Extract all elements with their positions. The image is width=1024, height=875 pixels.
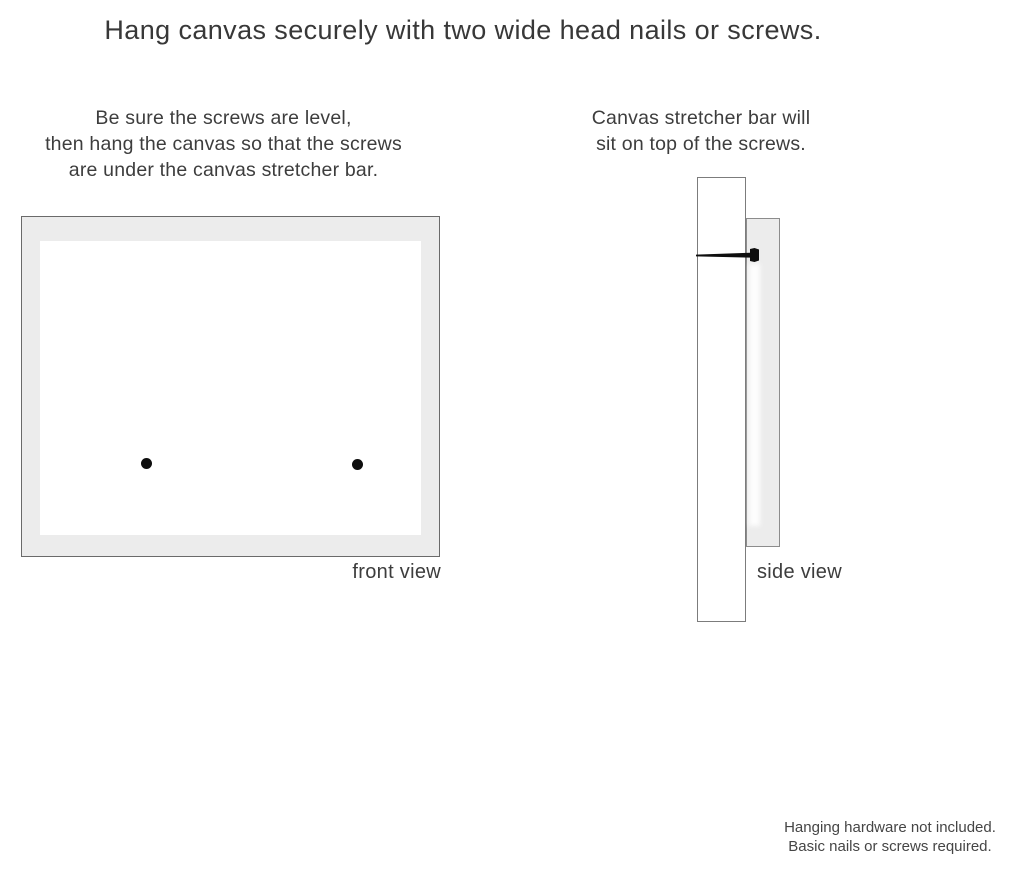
hardware-disclaimer: Hanging hardware not included. Basic nai…	[765, 818, 1015, 856]
nail-head-left-icon	[141, 458, 152, 469]
page-title: Hang canvas securely with two wide head …	[104, 15, 822, 45]
canvas-edge-highlight	[749, 264, 760, 526]
disclaimer-line: Hanging hardware not included.	[784, 819, 996, 836]
disclaimer-line: Basic nails or screws required.	[788, 838, 992, 855]
instruction-line: are under the canvas stretcher bar.	[68, 159, 379, 181]
canvas-face	[40, 241, 421, 535]
front-view-label: front view	[352, 561, 441, 583]
nail-head-right-icon	[352, 459, 363, 470]
instruction-line: Canvas stretcher bar will	[591, 107, 811, 129]
front-view-instructions: Be sure the screws are level, then hang …	[20, 105, 427, 183]
instruction-line: sit on top of the screws.	[596, 133, 806, 155]
side-view-instructions: Canvas stretcher bar will sit on top of …	[580, 105, 822, 157]
instruction-line: Be sure the screws are level,	[95, 107, 352, 129]
side-view-canvas-diagram	[746, 218, 780, 547]
side-view-label: side view	[757, 561, 842, 583]
stretcher-bar-diagram	[697, 177, 746, 622]
instruction-line: then hang the canvas so that the screws	[45, 133, 402, 155]
nail-side-icon	[696, 248, 759, 262]
front-view-canvas-diagram	[21, 216, 440, 557]
